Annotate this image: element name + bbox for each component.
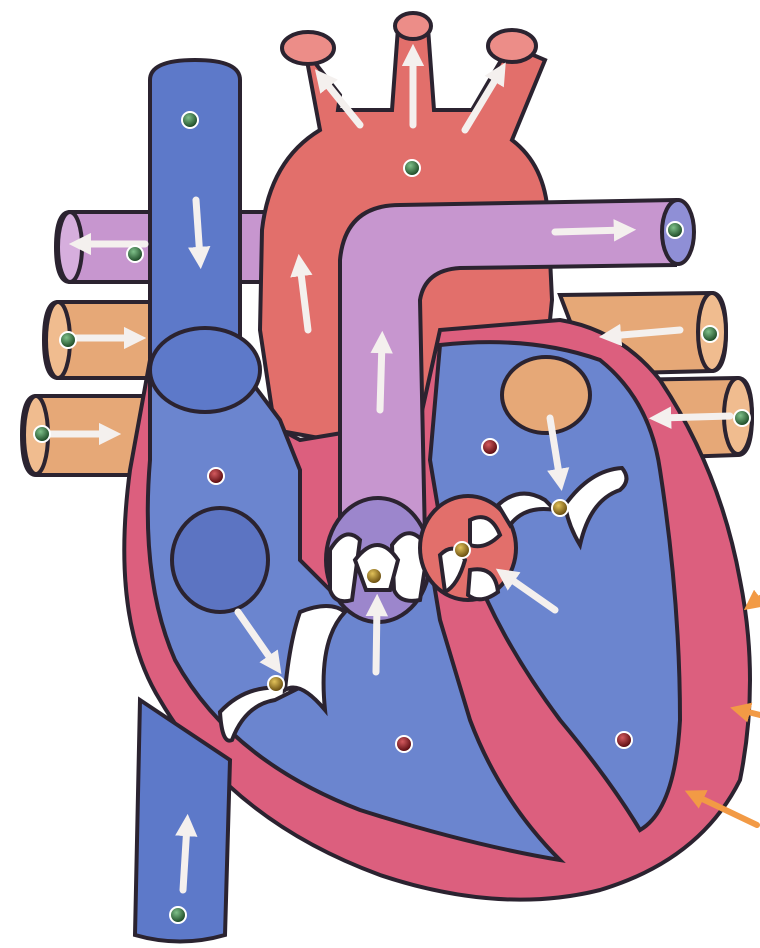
flow-arrow-svc [196,200,200,258]
right-pulmonary-vein-upper-light [60,332,76,348]
left-pulmonary-vein-upper-light [702,326,718,342]
tricuspid-valve-light [268,676,284,692]
subclavian-opening [488,30,536,62]
inferior-vena-cava-light [170,907,186,923]
left-ventricle-light [616,732,632,748]
flow-arrow-ivc [183,825,187,890]
external-arrow-top [752,598,760,604]
left-pulmonary-vein-lower-light [734,410,750,426]
flow-arrow-lpv-lower [660,416,730,418]
superior-vena-cava-light [182,112,198,128]
right-pulmonary-vein-lower-light [34,426,50,442]
flow-arrow-pulmonary-left [555,230,625,232]
aortic-arch-light [404,160,420,176]
aortic-valve-light [454,542,470,558]
brachiocephalic-opening [282,32,334,64]
right-atrium-light [208,468,224,484]
ivc-opening [172,508,268,612]
flow-arrow-pulmonary-trunk [380,342,382,410]
carotid-opening [395,13,431,39]
right-pulmonary-artery-light [127,246,143,262]
mitral-valve-light [552,500,568,516]
pulmonary-valve-light [366,568,382,584]
flow-arrow-rv-to-pulmonary [376,605,377,672]
pulmonary-vein-opening [502,357,590,433]
right-ventricle-light [396,736,412,752]
left-pulmonary-artery-light [667,222,683,238]
svc-opening [150,328,260,412]
left-atrium-light [482,439,498,455]
